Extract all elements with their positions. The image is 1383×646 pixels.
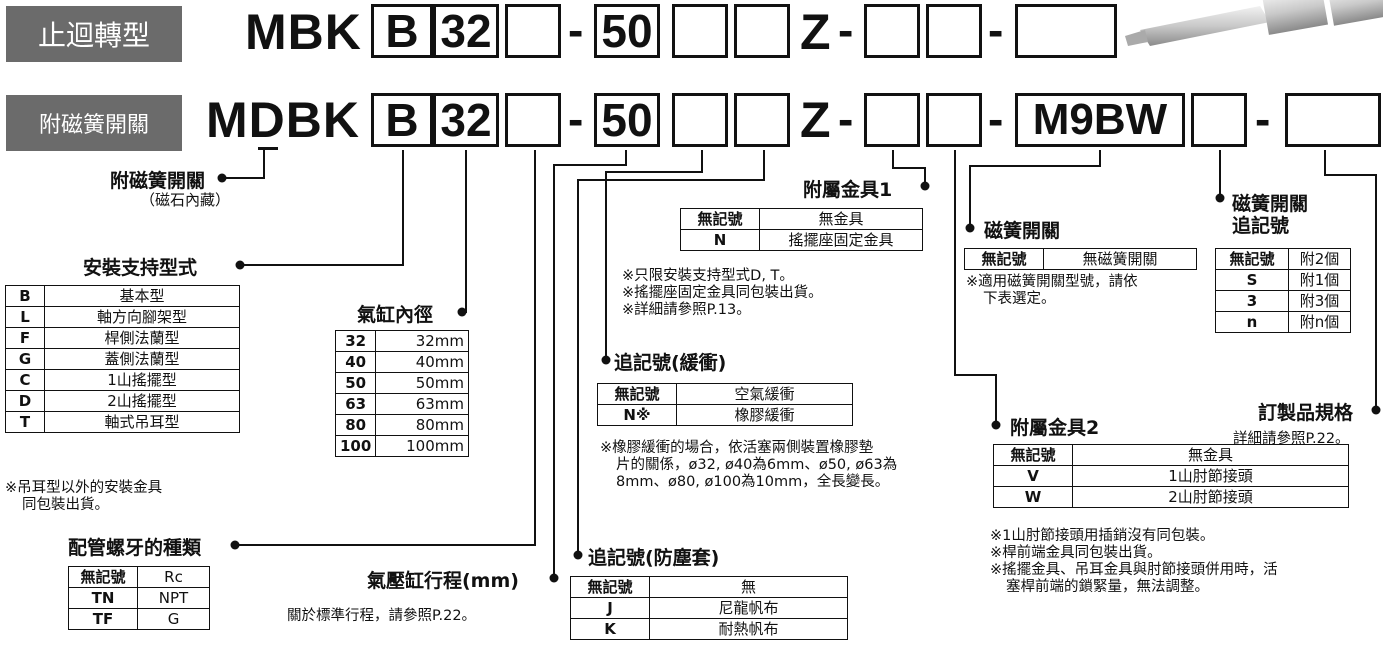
code-box-cushion — [672, 93, 728, 147]
code-box-switch-qty — [1191, 93, 1247, 147]
code-box-acc1 — [864, 93, 920, 147]
acc2-note: ※搖擺金具、吊耳金具與肘節接頭併用時，活 — [990, 562, 1278, 578]
acc2-note: 塞桿前端的鎖緊量，無法調整。 — [1006, 579, 1209, 595]
dash: - — [988, 4, 1004, 56]
boot-title: 追記號(防塵套) — [588, 547, 720, 569]
acc1-note: ※詳細請參照P.13。 — [622, 302, 751, 318]
code-z: Z — [800, 92, 831, 148]
model-type-tag: 附磁簧開關 — [6, 95, 182, 151]
acc1-note: ※搖擺座固定金具同包裝出貨。 — [622, 285, 823, 301]
cushion-title: 追記號(緩衝) — [614, 352, 727, 374]
acc2-note: ※桿前端金具同包裝出貨。 — [990, 545, 1162, 561]
switchqty-title: 磁簧開關 — [1232, 193, 1309, 215]
dash: - — [568, 4, 584, 56]
model-prefix: MBK — [245, 4, 362, 60]
switch-title: 磁簧開關 — [984, 220, 1061, 242]
magnetic-sub: （磁石內藏） — [140, 191, 231, 209]
switchqty-title: 追記號 — [1232, 215, 1290, 237]
acc1-note: ※只限安裝支持型式D, T。 — [622, 268, 794, 284]
switch-note: 下表選定。 — [983, 291, 1056, 307]
code-box-bore: 32 — [433, 4, 499, 58]
cushion-table: 無記號空氣緩衝 N※橡膠緩衝 — [597, 383, 853, 426]
code-box-custom — [1015, 4, 1117, 58]
code-box-stroke: 50 — [594, 4, 660, 58]
d-underline — [258, 147, 278, 150]
code-z: Z — [800, 4, 831, 60]
cushion-note: 片的關係，ø32, ø40為6mm、ø50, ø63為 — [616, 457, 898, 473]
code-box-acc2 — [926, 93, 982, 147]
code-box-bore: 32 — [433, 93, 499, 147]
cylinder-image — [1125, 0, 1383, 46]
code-box-port — [505, 4, 561, 58]
switch-table: 無記號無磁簧開關 — [964, 248, 1197, 270]
model-prefix: MDBK — [206, 92, 360, 148]
cushion-note: ※橡膠緩衝的場合，依活塞兩側裝置橡膠墊 — [600, 440, 874, 456]
code-box-boot — [734, 4, 790, 58]
code-box-acc1 — [864, 4, 920, 58]
code-box-port — [505, 93, 561, 147]
bore-title: 氣缸內徑 — [357, 304, 434, 326]
switch-note: ※適用磁簧開關型號，請依 — [966, 274, 1138, 290]
acc2-title: 附屬金具2 — [1010, 417, 1100, 439]
acc2-note: ※1山肘節接頭用插銷沒有同包裝。 — [990, 528, 1215, 544]
custom-note: 詳細請參照P.22。 — [1233, 431, 1350, 447]
dash: - — [568, 93, 584, 145]
port-title: 配管螺牙的種類 — [68, 537, 202, 559]
custom-title: 訂製品規格 — [1258, 402, 1354, 424]
magnetic-title: 附磁簧開關 — [110, 170, 206, 192]
code-box-custom — [1285, 93, 1381, 147]
code-box-stroke: 50 — [594, 93, 660, 147]
code-box-cushion — [672, 4, 728, 58]
code-box-mounting: B — [371, 93, 433, 147]
dash: - — [1255, 93, 1271, 145]
cushion-note: 8mm、ø80, ø100為10mm，全長變長。 — [616, 474, 890, 490]
dash: - — [988, 93, 1004, 145]
mounting-note: 同包裝出貨。 — [22, 497, 109, 513]
code-box-mounting: B — [371, 4, 433, 58]
dash: - — [838, 93, 854, 145]
code-box-acc2 — [926, 4, 982, 58]
mounting-title: 安裝支持型式 — [83, 257, 198, 279]
stroke-note: 關於標準行程，請參照P.22。 — [287, 608, 477, 624]
code-box-boot — [734, 93, 790, 147]
dash: - — [838, 4, 854, 56]
model-type-tag: 止迴轉型 — [6, 6, 182, 62]
acc1-title: 附屬金具1 — [803, 179, 893, 201]
stroke-title: 氣壓缸行程(mm) — [367, 570, 519, 592]
mounting-note: ※吊耳型以外的安裝金具 — [5, 480, 163, 496]
code-box-switch: M9BW — [1015, 93, 1185, 147]
